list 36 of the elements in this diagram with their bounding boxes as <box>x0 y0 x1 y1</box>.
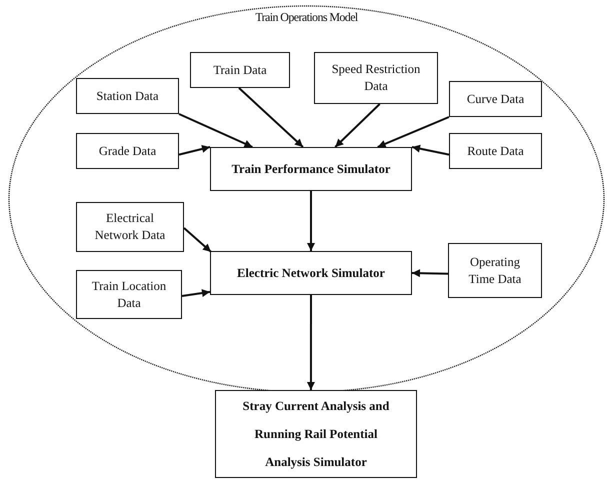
data-box <box>190 52 290 88</box>
arrow <box>306 295 315 390</box>
simulator-box <box>210 251 412 295</box>
data-box <box>76 133 179 169</box>
data-box <box>448 243 542 298</box>
simulator-box <box>215 390 417 478</box>
data-label: Curve Data <box>466 90 524 108</box>
arrow <box>377 116 450 148</box>
data-box <box>76 202 184 252</box>
data-label: Train Location Data <box>90 278 168 312</box>
data-box <box>76 78 179 114</box>
data-box <box>449 81 542 117</box>
model-title: Train Operations Model <box>255 9 358 26</box>
data-box <box>314 52 438 104</box>
arrow <box>412 144 450 156</box>
arrow <box>183 227 212 253</box>
data-label: Station Data <box>96 88 159 104</box>
simulator-label: Stray Current Analysis and Running Rail Potential Analysis Simulator <box>242 398 390 471</box>
data-label: Route Data <box>467 142 524 160</box>
arrow <box>178 113 253 148</box>
simulator-label: Electric Network Simulator <box>237 264 385 282</box>
data-label: Grade Data <box>98 142 156 160</box>
data-label: Speed Restriction Data <box>330 61 422 95</box>
arrow <box>334 103 380 148</box>
data-label: Operating Time Data <box>468 254 522 288</box>
simulator-label: Train Performance Simulator <box>232 160 390 178</box>
arrow <box>178 145 210 156</box>
arrow <box>412 269 448 278</box>
data-label: Electrical Network Data <box>94 210 166 244</box>
data-label: Train Data <box>213 62 267 78</box>
data-box <box>449 133 542 169</box>
arrow <box>238 87 304 148</box>
simulator-box <box>210 147 412 191</box>
arrow <box>182 289 210 298</box>
arrow <box>307 191 315 251</box>
data-box <box>76 270 182 319</box>
